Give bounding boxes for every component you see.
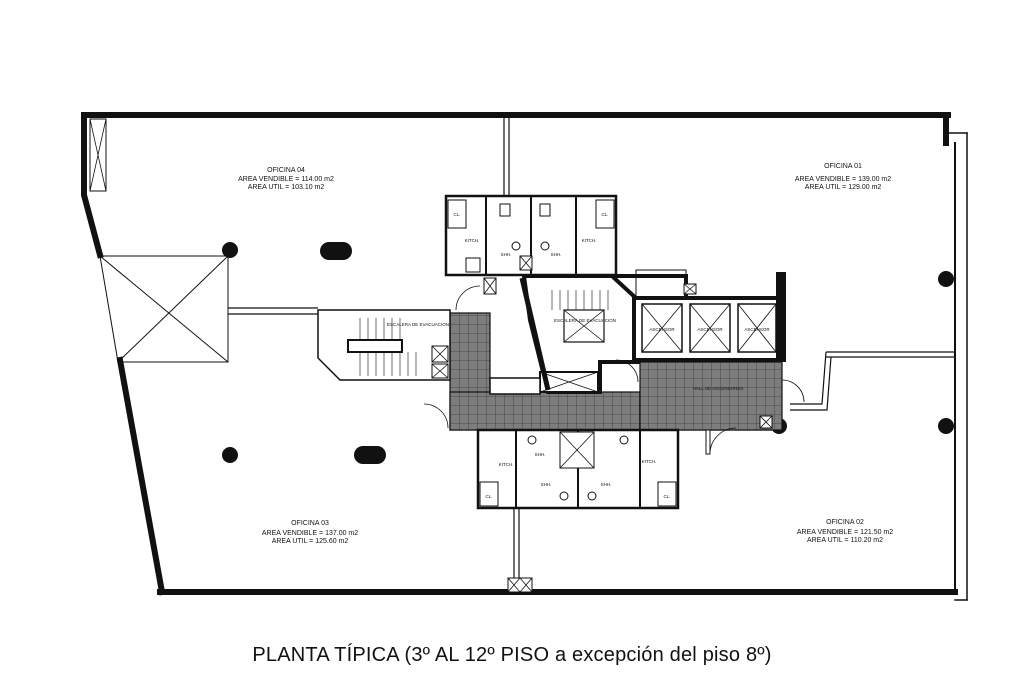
column — [222, 242, 238, 258]
office-name: OFICINA 03 — [291, 520, 329, 527]
restroom-label: SHH. — [551, 252, 562, 257]
south-restrooms — [476, 415, 773, 593]
columns — [222, 242, 954, 464]
west-void — [99, 255, 229, 363]
office-vendible: AREA VENDIBLE = 139.00 m2 — [795, 176, 891, 183]
elevator-label: ASCENSOR — [744, 327, 770, 332]
office-04-label: OFICINA 04 AREA VENDIBLE = 114.00 m2 ARE… — [238, 167, 334, 191]
elevator-hall — [449, 312, 783, 431]
column-oval — [354, 446, 386, 464]
partitions — [228, 115, 956, 578]
column-oval — [320, 242, 352, 260]
west-wall-upper — [81, 112, 104, 259]
closet-label: CL. — [453, 212, 460, 217]
office-02-label: OFICINA 02 AREA VENDIBLE = 121.50 m2 ARE… — [797, 519, 893, 544]
room-tags: CL. CL. KITCH. KITCH. SHH. SHH. CL. CL. … — [387, 212, 770, 499]
office-util: AREA UTIL = 110.20 m2 — [807, 537, 883, 544]
office-util: AREA UTIL = 125.60 m2 — [272, 538, 349, 545]
north-restrooms — [423, 194, 805, 429]
plan-caption: PLANTA TÍPICA (3º AL 12º PISO a excepció… — [252, 644, 772, 666]
east-curtain-caps — [945, 132, 968, 601]
office-03-label: OFICINA 03 AREA VENDIBLE = 137.00 m2 ARE… — [262, 520, 358, 545]
kitchen-label: KITCH. — [499, 462, 514, 467]
closet-label: CL. — [601, 212, 608, 217]
elevator-label: ASCENSOR — [697, 327, 723, 332]
elevator-hall-label: HALL DE ASCENSORES — [693, 386, 744, 391]
west-wall-lower — [116, 356, 166, 596]
office-name: OFICINA 04 — [267, 167, 305, 174]
column — [938, 271, 954, 287]
kitchen-label: KITCH. — [465, 238, 480, 243]
restroom-label: SHH. — [601, 482, 612, 487]
office-util: AREA UTIL = 129.00 m2 — [805, 184, 882, 191]
office-vendible: AREA VENDIBLE = 114.00 m2 — [238, 176, 334, 183]
central-stair — [489, 274, 640, 395]
restroom-label: SHH. — [501, 252, 512, 257]
office-01-label: OFICINA 01 AREA VENDIBLE = 139.00 m2 ARE… — [795, 163, 891, 191]
office-vendible: AREA VENDIBLE = 121.50 m2 — [797, 529, 893, 536]
closet-label: CL. — [485, 494, 492, 499]
column — [222, 447, 238, 463]
nw-shaft-cross — [89, 118, 107, 192]
outer-walls — [81, 112, 968, 601]
west-stair — [317, 309, 451, 381]
restroom-label: SHH. — [535, 452, 546, 457]
office-name: OFICINA 01 — [824, 163, 862, 170]
office-vendible: AREA VENDIBLE = 137.00 m2 — [262, 530, 358, 537]
office-util: AREA UTIL = 103.10 m2 — [248, 184, 325, 191]
evac-stair-label: ESCALERA DE EVACUACION — [387, 322, 449, 327]
closet-label: CL. — [663, 494, 670, 499]
kitchen-label: KITCH. — [582, 238, 597, 243]
office-name: OFICINA 02 — [826, 519, 864, 526]
nw-shaft — [89, 118, 107, 192]
elevator-label: ASCENSOR — [649, 327, 675, 332]
elevator-block — [612, 269, 786, 362]
column — [938, 418, 954, 434]
restroom-label: SHH. — [541, 482, 552, 487]
evac-stair-label: ESCALERA DE EVACUACION — [554, 318, 616, 323]
kitchen-label: KITCH. — [642, 459, 657, 464]
